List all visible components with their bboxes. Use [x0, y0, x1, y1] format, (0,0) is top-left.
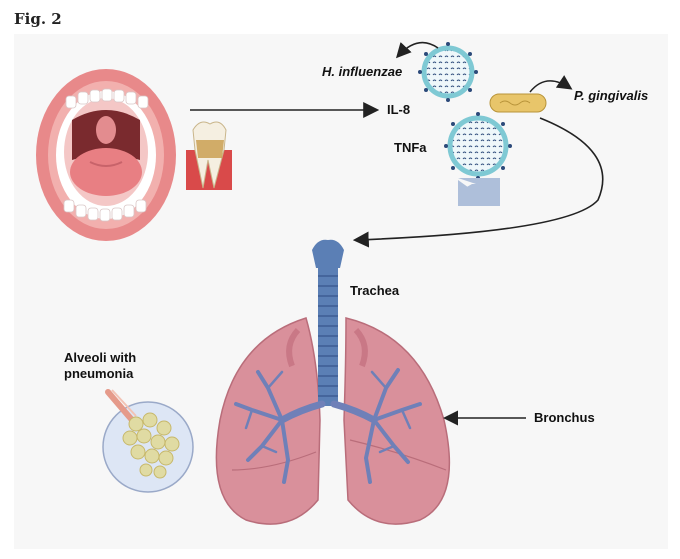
receptor-body	[458, 180, 500, 206]
open-mouth-icon	[36, 69, 176, 241]
arrow-curved-h-influenzae	[395, 41, 439, 59]
alveoli-label-line2: pneumonia	[64, 366, 134, 381]
alveoli-label-line1: Alveoli with	[64, 350, 137, 365]
alveoli-icon	[102, 389, 194, 493]
periodontal-tooth-icon	[186, 121, 232, 190]
arrow-curved-p-gingivalis	[529, 75, 573, 93]
bronchi-icon	[234, 368, 422, 484]
il8-label: IL-8	[387, 102, 411, 117]
virus-icon	[444, 112, 512, 180]
bacterium-icon	[489, 93, 547, 113]
trachea-label: Trachea	[350, 283, 400, 298]
h-influenzae-label: H. influenzae	[322, 64, 403, 79]
bronchus-label: Bronchus	[534, 410, 595, 425]
figure-label: Fig. 2	[14, 10, 62, 28]
arrow-to-trachea	[352, 117, 604, 248]
virus-icon	[418, 42, 478, 102]
p-gingivalis-label: P. gingivalis	[574, 88, 649, 103]
tnfa-label: TNFa	[394, 140, 427, 155]
trachea-icon	[312, 239, 344, 406]
